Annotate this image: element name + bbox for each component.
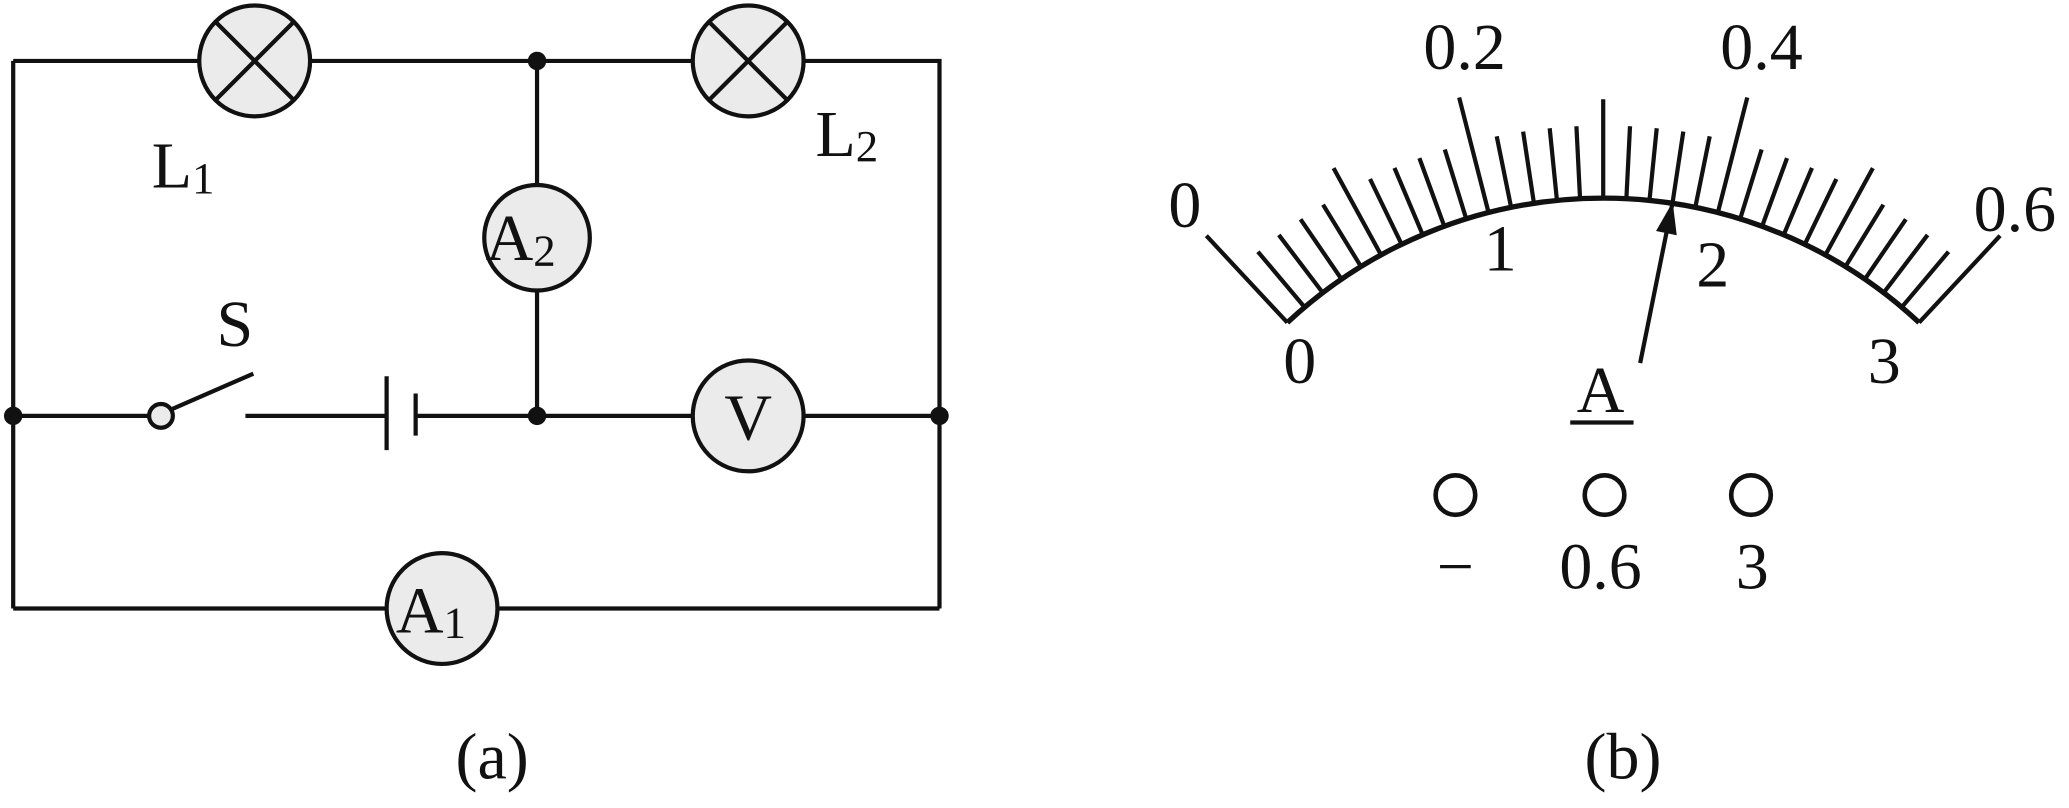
- ammeter-a2-label: A2: [486, 202, 556, 275]
- lamp-l1: [197, 3, 313, 119]
- lamp-l2: [690, 3, 806, 119]
- terminal-label-negative: −: [1437, 531, 1474, 604]
- major-tick: [1715, 96, 1750, 214]
- caption-a: (a): [456, 721, 529, 794]
- lower-scale-label: 0: [1283, 325, 1316, 398]
- minor-tick: [1256, 250, 1307, 309]
- ammeter-icon: [482, 182, 592, 293]
- minor-tick: [1368, 178, 1404, 246]
- caption-b: (b): [1585, 721, 1662, 794]
- voltmeter-icon: [690, 358, 806, 474]
- switch-pivot-icon: [146, 401, 175, 430]
- minor-tick: [1863, 218, 1908, 281]
- terminal-label-0-6: 0.6: [1559, 531, 1641, 604]
- minor-tick: [1802, 178, 1839, 246]
- dial-ticks: [1204, 96, 2002, 325]
- dial-arc: [1285, 195, 1921, 325]
- lower-scale-label: 1: [1484, 213, 1517, 286]
- terminal-label-3: 3: [1736, 531, 1769, 604]
- minor-tick: [1321, 203, 1363, 268]
- battery-icon: [384, 376, 418, 451]
- minor-tick: [1521, 131, 1537, 204]
- lamp-l1-label: L1: [152, 130, 215, 203]
- junction-dot: [527, 51, 547, 71]
- ammeter-a1-label: A1: [396, 574, 466, 647]
- major-tick: [1917, 234, 2002, 325]
- switch-lever: [170, 371, 255, 412]
- lamp-cross: [213, 19, 296, 103]
- junction-dot: [527, 406, 547, 426]
- upper-scale-label: 0.2: [1423, 11, 1505, 84]
- terminal-icon: [1433, 472, 1478, 518]
- minor-tick: [1843, 203, 1886, 268]
- minor-tick: [1781, 167, 1814, 236]
- minor-tick: [1494, 135, 1514, 208]
- minor-tick: [1417, 157, 1447, 227]
- minor-tick: [1881, 233, 1930, 294]
- mid-tick: [1331, 167, 1383, 256]
- switch-s: [146, 371, 255, 430]
- lower-scale-label: 2: [1696, 229, 1729, 302]
- lamp-cross: [707, 19, 790, 103]
- minor-tick: [1298, 218, 1344, 281]
- minor-tick: [1574, 126, 1583, 199]
- minor-tick: [1624, 126, 1633, 199]
- junction-dot: [3, 406, 23, 426]
- ammeter-a1: A1: [384, 550, 500, 667]
- minor-tick: [1442, 148, 1469, 220]
- voltmeter: V: [690, 358, 806, 474]
- switch-label: S: [217, 288, 254, 361]
- ammeter-dial: 0 0.2 0.4 0.6 0 1 2 3 A − 0.6 3 (b): [1168, 11, 2056, 794]
- upper-scale-label: 0.4: [1720, 11, 1802, 84]
- circuit-diagram: L1 L2 A2 V A1 S: [3, 3, 949, 794]
- major-tick: [1204, 234, 1289, 325]
- wire-top-right: [803, 58, 942, 609]
- needle-arrowhead-icon: [1656, 202, 1677, 236]
- minor-tick: [1277, 233, 1325, 294]
- minor-tick: [1647, 128, 1659, 201]
- upper-scale-label: 0.6: [1974, 173, 2056, 246]
- junction-dot: [930, 406, 949, 426]
- upper-scale-label: 0: [1168, 169, 1201, 242]
- mid-tick: [1823, 167, 1875, 256]
- major-tick: [1457, 96, 1491, 214]
- ammeter-a2: A2: [482, 182, 592, 293]
- minor-tick: [1693, 135, 1712, 208]
- minor-tick: [1670, 131, 1686, 204]
- minor-tick: [1760, 157, 1790, 227]
- lower-scale-label: 3: [1868, 325, 1901, 398]
- minor-tick: [1738, 148, 1764, 220]
- needle: [1638, 201, 1677, 364]
- minor-tick: [1392, 167, 1425, 236]
- ammeter-icon: [384, 550, 500, 667]
- minor-tick: [1547, 128, 1560, 201]
- terminal-icon: [1728, 472, 1774, 518]
- terminal-icon: [1582, 472, 1627, 518]
- lamp-l2-label: L2: [815, 98, 878, 171]
- voltmeter-label: V: [724, 382, 772, 455]
- unit-label: A: [1577, 354, 1625, 427]
- minor-tick: [1900, 250, 1951, 309]
